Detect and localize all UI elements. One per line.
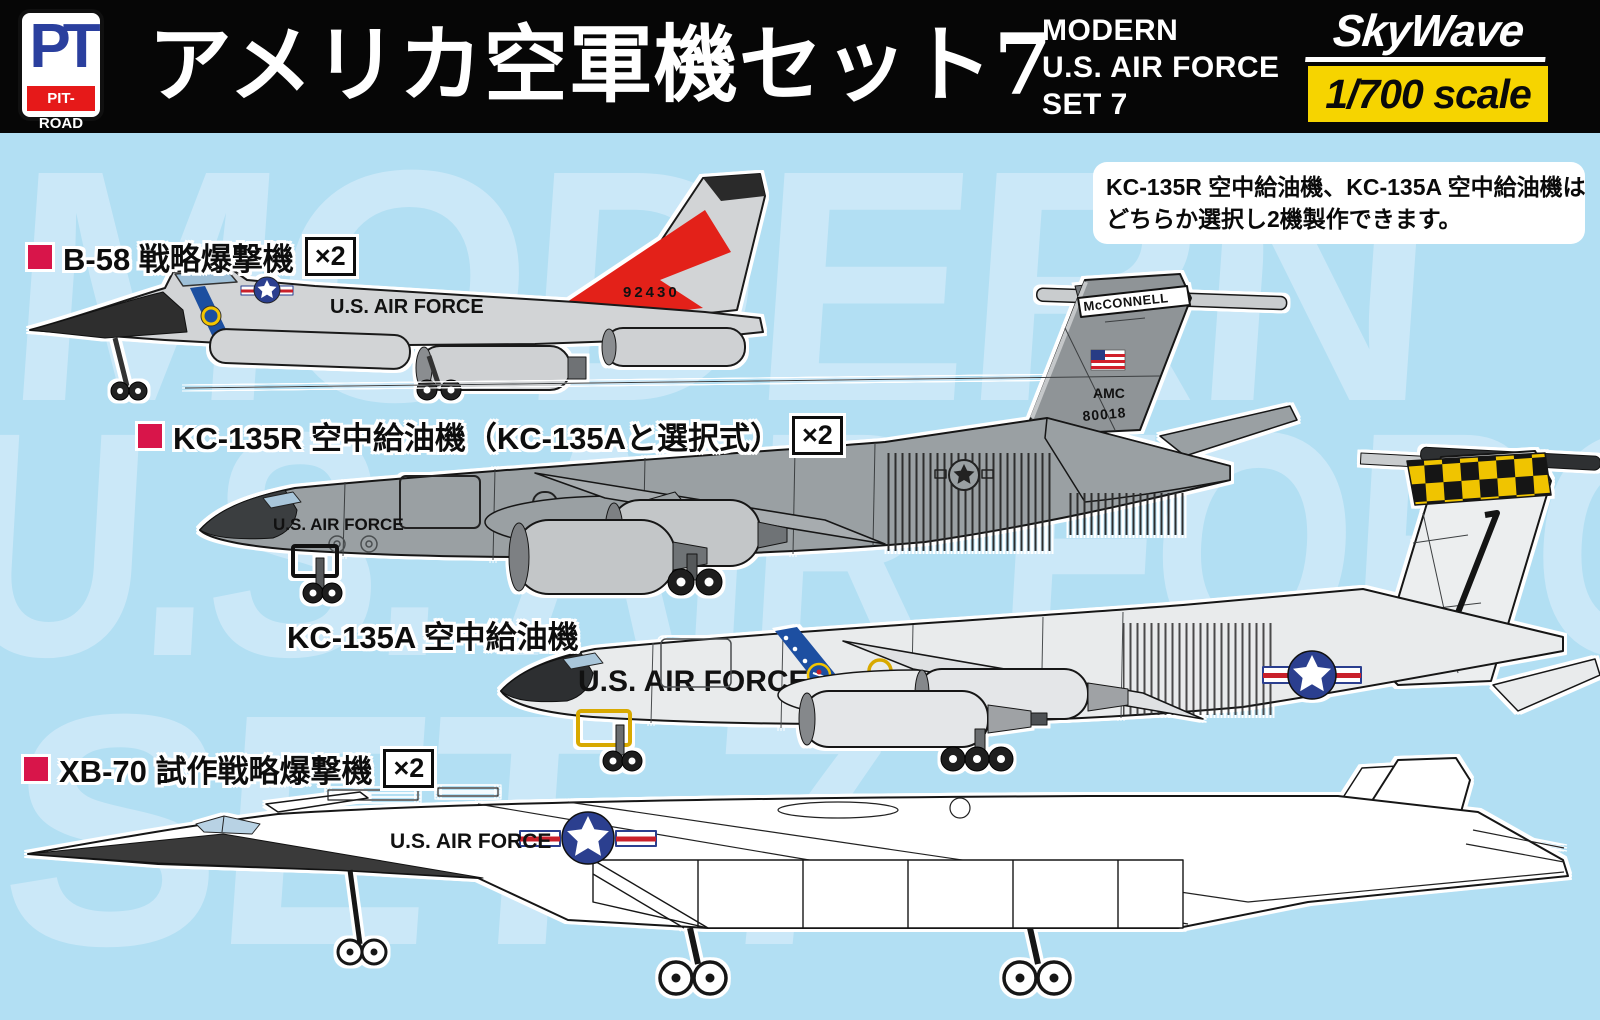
pit-road-monogram: PT [29, 12, 100, 81]
qty-badge-kc135r: ×2 [792, 416, 843, 455]
kc135r-illustration: McCONNELL AMC 80018 [185, 273, 1298, 604]
subtitle-line2: U.S. AIR FORCE [1042, 51, 1280, 84]
b58-nose [29, 291, 188, 339]
subtitle-line3: SET 7 [1042, 88, 1128, 121]
xb70-nose [27, 833, 484, 879]
kc135r-roundel-outline [934, 459, 994, 491]
b58-canopy [174, 269, 238, 287]
kc135a-stabilizer [1492, 658, 1600, 712]
xb70-roundel [519, 811, 657, 865]
product-subtitle-en: MODERN U.S. AIR FORCE SET 7 [1042, 12, 1280, 123]
b58-tail-tip [703, 174, 765, 201]
qty-badge-b58: ×2 [304, 237, 356, 276]
b58-tail-arrow [543, 210, 731, 324]
kc135r-flag [1090, 349, 1126, 371]
kc135a-cargo-door [660, 638, 732, 688]
kc135a-usaf-text: U.S. AIR FORCE [578, 665, 809, 698]
label-xb70: XB-70 試作戦略爆撃機 ×2 [24, 746, 435, 791]
skywave-logo: SkyWave [1305, 5, 1551, 62]
xb70-canard [265, 791, 369, 813]
selection-note: KC-135R 空中給油機、KC-135A 空中給油機は どちらか選択し2機製作… [1093, 162, 1586, 244]
b58-pod [209, 328, 411, 370]
header-band: PT PIT-ROAD アメリカ空軍機セット7 MODERN U.S. AIR … [0, 0, 1600, 133]
pit-road-wordmark: PIT-ROAD [27, 86, 95, 132]
b58-emblem [204, 309, 218, 323]
xb70-usaf-text: U.S. AIR FORCE [390, 830, 551, 853]
note-line2: どちらか選択し2機製作できます。 [1106, 206, 1462, 232]
label-kc135r-text: KC-135R 空中給油機（KC-135Aと選択式） [173, 421, 782, 456]
xb70-landing-gear [336, 869, 1072, 996]
label-kc135a: KC-135A 空中給油機 [287, 612, 579, 657]
b58-tail-number: 92430 [623, 284, 680, 301]
label-kc135r: KC-135R 空中給油機（KC-135Aと選択式） ×2 [138, 413, 843, 458]
kc135a-engines [798, 668, 1129, 748]
b58-usaf-text: U.S. AIR FORCE [330, 296, 484, 318]
scale-badge: 1/700 scale [1308, 66, 1548, 122]
kc135r-door [291, 544, 339, 578]
note-line1: KC-135R 空中給油機、KC-135A 空中給油機は [1106, 174, 1586, 200]
kc135r-landing-gear [302, 553, 723, 604]
b58-engines [415, 327, 746, 391]
kc135r-tail-number: 80018 [1082, 404, 1127, 424]
kc135r-amc-text: AMC [1093, 385, 1125, 401]
kc135a-illustration: 71471 U.S. AIR FORCE [500, 446, 1600, 772]
product-title-jp: アメリカ空軍機セット7 [148, 15, 1054, 114]
kc135a-landing-gear [602, 724, 1014, 772]
b58-illustration: 92430 U.S. AIR FORCE [29, 173, 766, 401]
subtitle-line1: MODERN [1042, 14, 1179, 47]
kc135a-door-yellow [576, 709, 632, 747]
label-xb70-text: XB-70 試作戦略爆撃機 [59, 754, 373, 789]
red-square-bullet [28, 244, 52, 269]
red-square-bullet [24, 756, 48, 781]
kc135a-roundel [1262, 650, 1362, 700]
b58-roundel [240, 276, 294, 304]
qty-badge-xb70: ×2 [383, 749, 435, 788]
xb70-illustration: 20207 [27, 757, 1569, 996]
red-square-bullet [138, 423, 162, 448]
kc135r-corrugation-aft [1065, 493, 1185, 535]
kc135a-cockpit-windows [562, 652, 604, 670]
kc135r-tail-fin: McCONNELL AMC 80018 [185, 273, 1192, 435]
kc135r-usaf-text: U.S. AIR FORCE [273, 515, 404, 534]
kc135r-stabilizer [1159, 405, 1298, 457]
xb70-canopy [195, 815, 261, 835]
kc135r-engines [508, 491, 788, 595]
xb70-engine-box [592, 859, 1184, 929]
kc135r-cockpit-windows [262, 491, 302, 509]
label-b58-text: B-58 戦略爆撃機 [63, 242, 294, 277]
pit-road-logo: PT PIT-ROAD [18, 9, 104, 132]
kc135r-cargo-door [399, 475, 481, 529]
label-kc135a-text: KC-135A 空中給油機 [287, 620, 579, 655]
label-b58: B-58 戦略爆撃機 ×2 [28, 234, 356, 279]
